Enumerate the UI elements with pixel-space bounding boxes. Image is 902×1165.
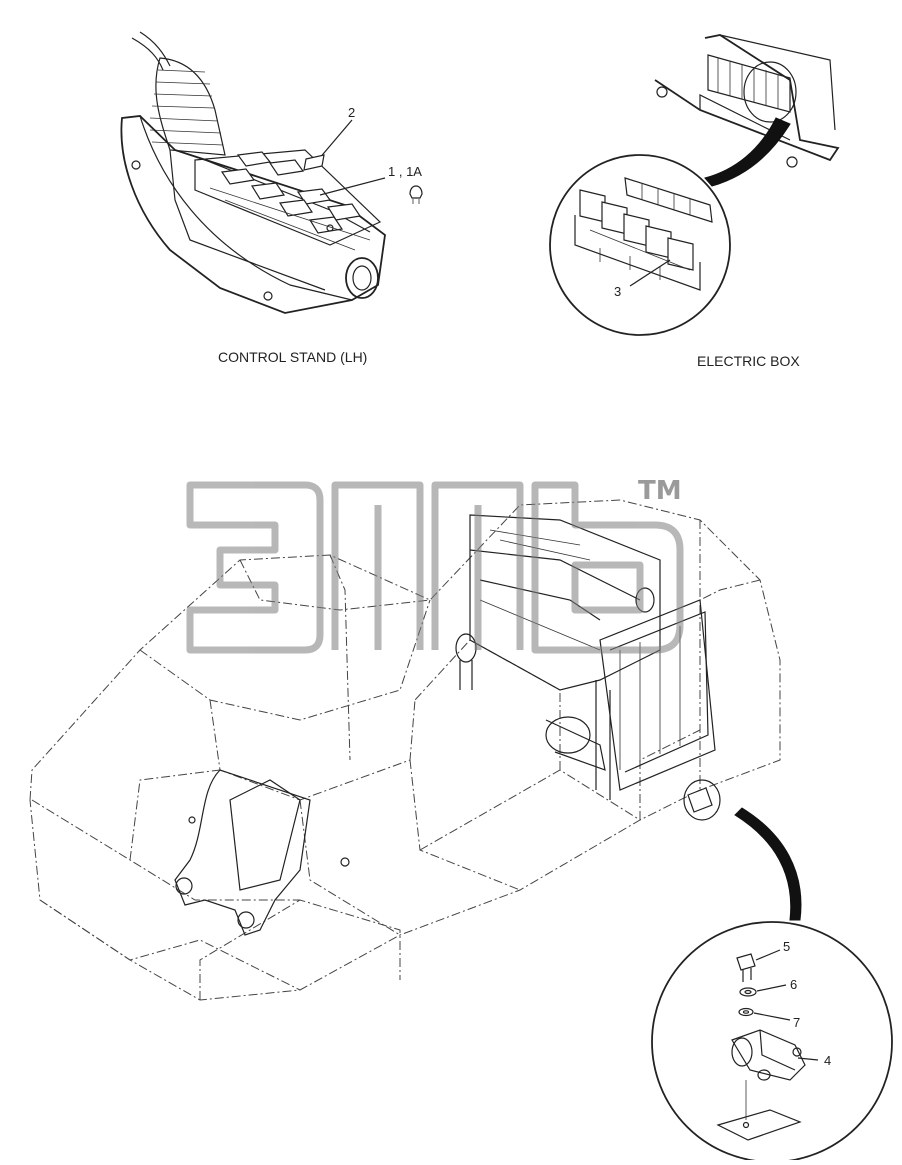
- watermark-tm: TM: [638, 476, 682, 506]
- callout-6: 6: [790, 977, 797, 992]
- callout-2: 2: [348, 105, 355, 120]
- control-stand-caption: CONTROL STAND (LH): [218, 349, 368, 365]
- callout-4: 4: [824, 1053, 831, 1068]
- callout-labels: 2 1 , 1A 3 5 6 7 4 TM: [348, 105, 831, 1068]
- control-stand-drawing: [120, 31, 423, 314]
- watermark-logo: [186, 481, 684, 654]
- mount-detail-drawing: [651, 921, 893, 1163]
- callout-7: 7: [793, 1015, 800, 1030]
- electric-box-drawing: [549, 34, 840, 336]
- callout-3: 3: [614, 284, 621, 299]
- machine-frame-drawing: [29, 499, 802, 1001]
- electric-box-caption: ELECTRIC BOX: [697, 353, 800, 369]
- callout-1-1a: 1 , 1A: [388, 164, 422, 179]
- callout-5: 5: [783, 939, 790, 954]
